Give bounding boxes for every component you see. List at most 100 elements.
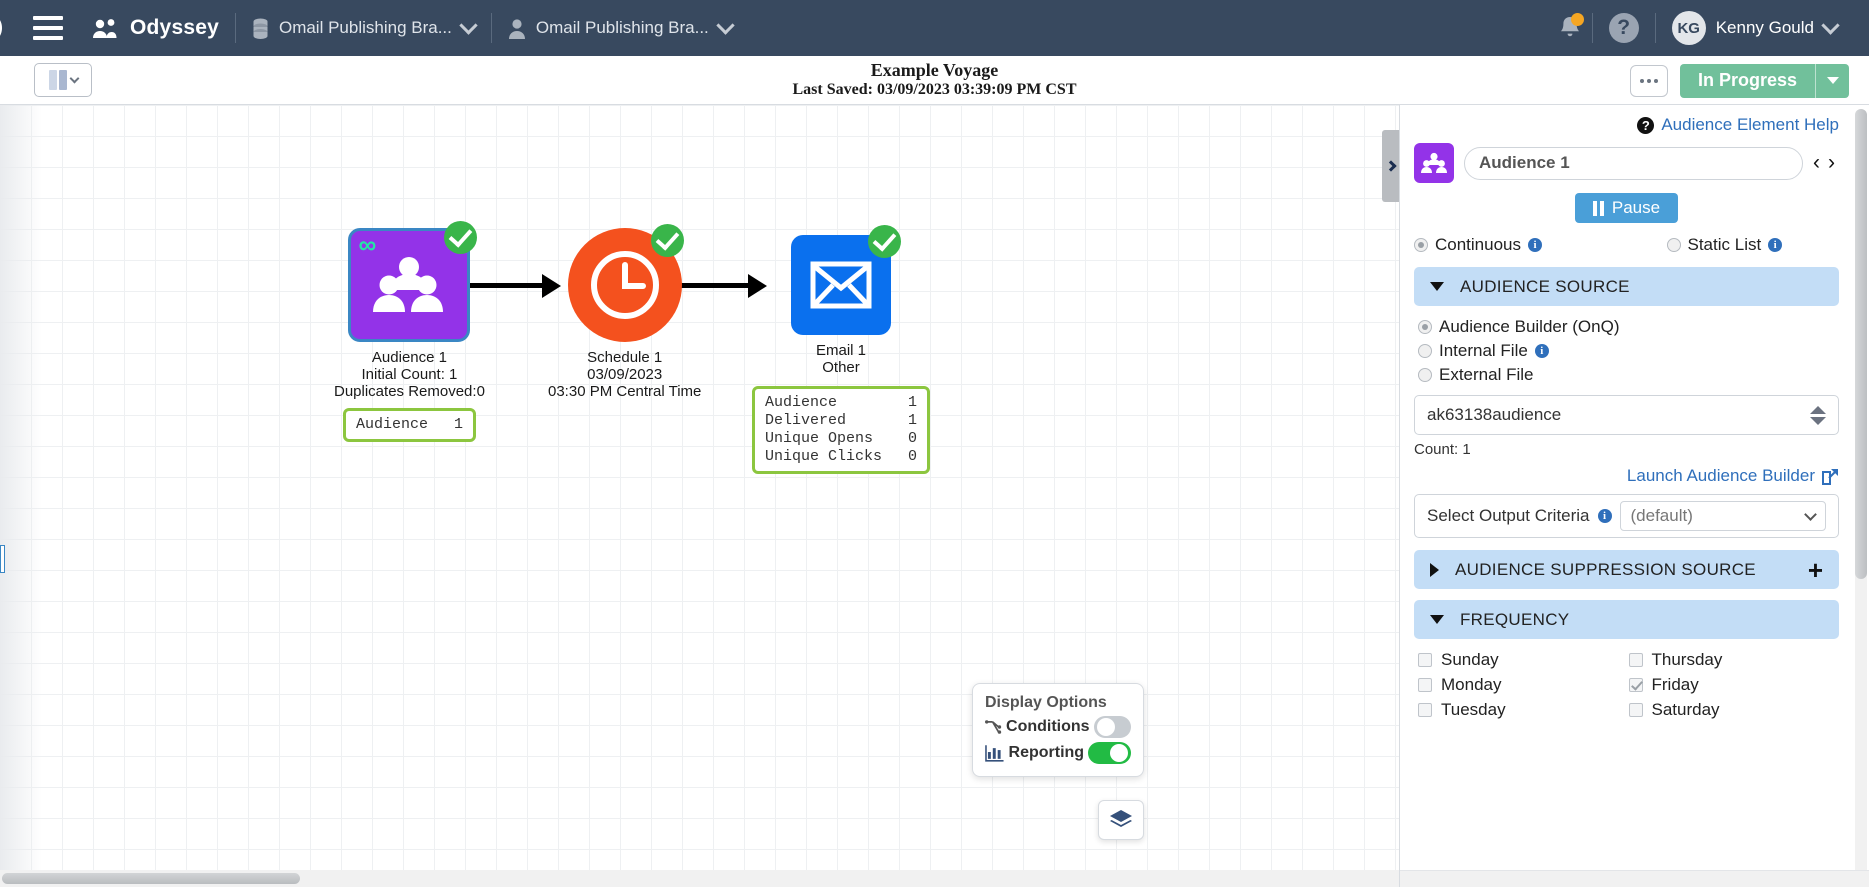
section-header-frequency[interactable]: FREQUENCY bbox=[1414, 600, 1839, 639]
audience-source-value: ak63138audience bbox=[1427, 405, 1562, 424]
schedule-node-circle[interactable] bbox=[567, 224, 684, 342]
checkbox-tuesday-label: Tuesday bbox=[1441, 700, 1506, 719]
toggle-knob bbox=[1096, 718, 1115, 736]
voyage-subheader: Example Voyage Last Saved: 03/09/2023 03… bbox=[0, 56, 1869, 105]
display-option-conditions[interactable]: Conditions bbox=[985, 716, 1131, 738]
info-icon[interactable]: i bbox=[1768, 238, 1783, 252]
chevron-down-icon bbox=[1430, 282, 1444, 291]
layers-button[interactable] bbox=[1098, 800, 1144, 840]
report-row-value: 0 bbox=[908, 448, 918, 465]
next-element-button[interactable]: › bbox=[1828, 151, 1835, 174]
checkbox-saturday[interactable]: Saturday bbox=[1628, 700, 1840, 720]
scrollbar-thumb[interactable] bbox=[1855, 109, 1867, 579]
properties-content: ? Audience Element Help ‹ › bbox=[1400, 105, 1853, 725]
account-selector[interactable]: Omail Publishing Bra... bbox=[492, 0, 748, 56]
chevron-down-icon bbox=[459, 16, 478, 35]
info-icon[interactable]: i bbox=[1597, 509, 1612, 523]
audience-element-icon bbox=[1414, 143, 1454, 183]
account-selector-label: Omail Publishing Bra... bbox=[535, 18, 709, 37]
checkbox-monday[interactable]: Monday bbox=[1418, 675, 1629, 695]
nav-divider-2 bbox=[490, 13, 492, 43]
status-complete-icon bbox=[868, 225, 902, 258]
spinner-arrows-icon bbox=[1810, 405, 1826, 425]
node-schedule-1[interactable]: Schedule 1 03/09/2023 03:30 PM Central T… bbox=[548, 224, 701, 400]
info-icon[interactable]: i bbox=[1534, 344, 1549, 358]
notifications-button[interactable] bbox=[1548, 0, 1592, 56]
report-row-value: 1 bbox=[908, 394, 918, 411]
node-email-1[interactable]: Email 1 Other Audience 1 Delivered 1 Uni… bbox=[752, 225, 931, 474]
audience-count-label: Count: 1 bbox=[1414, 441, 1471, 458]
scrollbar-thumb[interactable] bbox=[2, 873, 300, 884]
output-criteria-value: (default) bbox=[1630, 506, 1693, 525]
radio-external-file[interactable]: External File bbox=[1418, 365, 1839, 385]
edge-schedule-to-email bbox=[665, 283, 755, 288]
database-selector[interactable]: Omail Publishing Bra... bbox=[236, 0, 491, 56]
radio-static-list[interactable]: Static List i bbox=[1627, 235, 1840, 255]
previous-element-button[interactable]: ‹ bbox=[1813, 151, 1820, 174]
display-option-reporting[interactable]: Reporting bbox=[985, 742, 1131, 764]
section-title-audience-suppression: AUDIENCE SUPPRESSION SOURCE bbox=[1455, 559, 1756, 579]
help-button[interactable]: ? bbox=[1593, 0, 1655, 56]
pause-button[interactable]: Pause bbox=[1574, 193, 1679, 223]
radio-internal-file[interactable]: Internal File i bbox=[1418, 341, 1839, 361]
checkbox-tuesday[interactable]: Tuesday bbox=[1418, 700, 1629, 720]
audience-source-select[interactable]: ak63138audience bbox=[1414, 395, 1839, 435]
notification-badge-dot bbox=[1570, 13, 1584, 26]
layout-toggle-button[interactable] bbox=[34, 63, 92, 97]
report-row-value: 0 bbox=[908, 430, 918, 447]
element-help-row[interactable]: ? Audience Element Help bbox=[1414, 115, 1839, 135]
add-suppression-button[interactable]: + bbox=[1807, 554, 1823, 585]
radio-indicator bbox=[1418, 320, 1432, 334]
last-saved-label: Last Saved: 03/09/2023 03:39:09 PM CST bbox=[792, 81, 1077, 98]
report-row-label: Audience bbox=[765, 394, 838, 411]
node-label-email-1: Email 1 Other bbox=[816, 342, 867, 376]
voyage-canvas[interactable]: ∞ Audience 1 Initial Count: 1 Duplicates… bbox=[0, 105, 1399, 887]
conditions-toggle[interactable] bbox=[1093, 716, 1131, 738]
app-home-link[interactable]: Odyssey bbox=[76, 0, 235, 56]
pause-row: Pause bbox=[1414, 193, 1839, 223]
more-options-button[interactable] bbox=[1629, 64, 1668, 97]
info-icon[interactable]: i bbox=[1528, 238, 1543, 252]
checkbox-friday[interactable]: Friday bbox=[1628, 675, 1840, 695]
radio-indicator bbox=[1418, 368, 1432, 382]
nav-divider-4 bbox=[1654, 13, 1656, 43]
menu-hamburger-icon[interactable] bbox=[20, 0, 76, 56]
checkbox-indicator bbox=[1418, 703, 1432, 717]
report-row-label: Unique Opens bbox=[765, 430, 874, 447]
checkbox-indicator bbox=[1628, 703, 1643, 717]
panel-vertical-scrollbar[interactable] bbox=[1855, 109, 1867, 879]
launch-audience-builder-row[interactable]: Launch Audience Builder bbox=[1414, 466, 1839, 486]
layers-icon bbox=[1110, 810, 1132, 827]
node-audience-1[interactable]: ∞ Audience 1 Initial Count: 1 Duplicates… bbox=[334, 221, 485, 442]
launch-audience-builder-link[interactable]: Launch Audience Builder bbox=[1626, 466, 1815, 485]
display-options-panel: Display Options Conditions Reporting bbox=[972, 683, 1144, 777]
status-dropdown-button[interactable] bbox=[1815, 63, 1849, 98]
email-node-box[interactable] bbox=[791, 225, 902, 335]
section-title-audience-source: AUDIENCE SOURCE bbox=[1460, 276, 1630, 296]
report-row: Delivered 1 bbox=[765, 412, 917, 430]
report-row-label: Delivered bbox=[765, 412, 847, 429]
app-name-label: Odyssey bbox=[130, 16, 219, 39]
chevron-down-icon bbox=[1821, 16, 1840, 35]
reporting-toggle[interactable] bbox=[1088, 742, 1131, 764]
section-header-audience-source[interactable]: AUDIENCE SOURCE bbox=[1414, 267, 1839, 306]
output-criteria-select[interactable]: (default) bbox=[1619, 501, 1826, 531]
checkbox-thursday[interactable]: Thursday bbox=[1628, 650, 1840, 670]
section-header-audience-suppression[interactable]: AUDIENCE SUPPRESSION SOURCE + bbox=[1414, 550, 1839, 589]
checkbox-sunday-label: Sunday bbox=[1441, 650, 1499, 669]
report-box-audience-1: Audience 1 bbox=[342, 408, 476, 442]
status-badge[interactable]: In Progress bbox=[1679, 63, 1849, 98]
element-help-link[interactable]: Audience Element Help bbox=[1661, 115, 1839, 134]
radio-audience-builder[interactable]: Audience Builder (OnQ) bbox=[1418, 317, 1839, 337]
panel-collapse-handle[interactable] bbox=[1382, 130, 1399, 202]
section-title-frequency: FREQUENCY bbox=[1460, 609, 1570, 629]
chevron-down-icon bbox=[716, 16, 735, 35]
radio-continuous[interactable]: Continuous i bbox=[1414, 235, 1627, 255]
checkbox-indicator bbox=[1418, 678, 1432, 692]
element-name-input[interactable] bbox=[1464, 146, 1803, 180]
canvas-horizontal-scrollbar[interactable] bbox=[0, 870, 1399, 887]
checkbox-sunday[interactable]: Sunday bbox=[1418, 650, 1629, 670]
user-menu[interactable]: KG Kenny Gould bbox=[1656, 0, 1853, 56]
audience-node-box[interactable]: ∞ bbox=[348, 221, 478, 342]
report-row-value: 1 bbox=[453, 416, 463, 433]
